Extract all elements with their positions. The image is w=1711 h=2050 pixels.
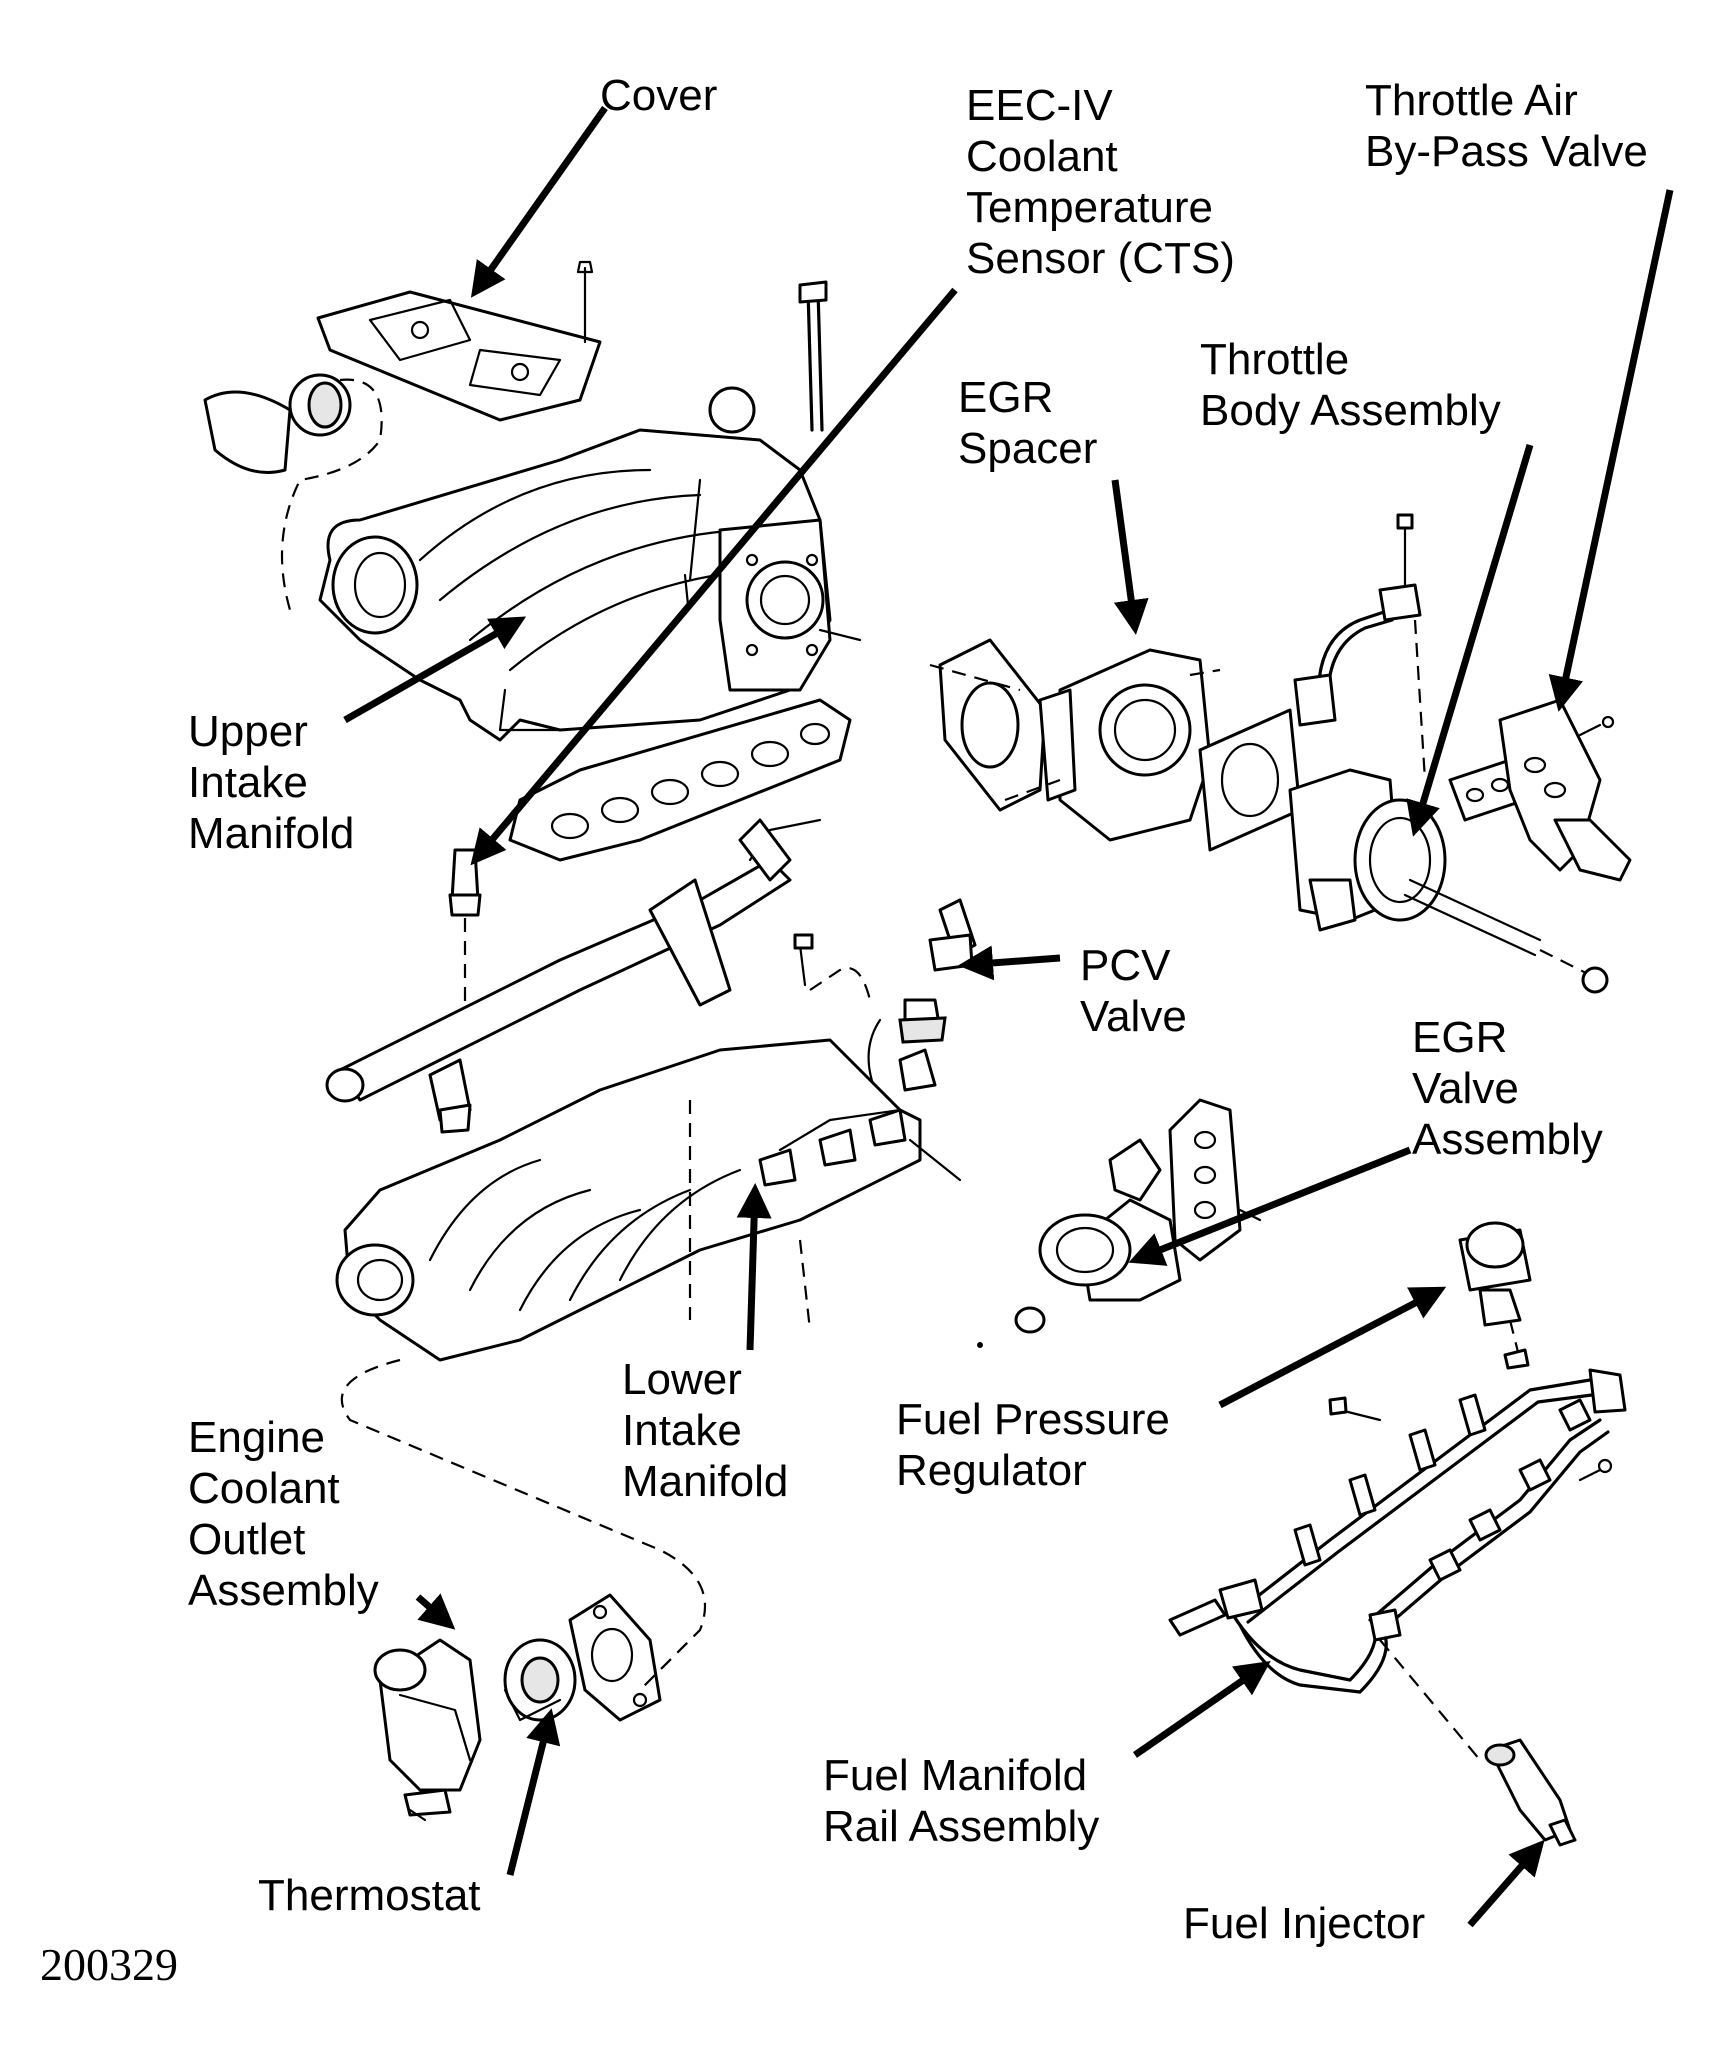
thermostat-part [503, 1638, 577, 1722]
label-egr-spacer: EGR Spacer [958, 372, 1097, 474]
label-throttle-air-bypass: Throttle Air By-Pass Valve [1365, 75, 1648, 177]
label-cts-line3: Temperature [966, 183, 1214, 232]
label-arrows [343, 105, 1674, 1928]
label-cts-line2: Coolant [966, 132, 1118, 181]
upper-intake-manifold-part [318, 428, 862, 742]
label-pcv-valve: PCV Valve [1080, 940, 1187, 1042]
label-cts: EEC-IV Coolant Temperature Sensor (CTS) [966, 80, 1235, 284]
bypass-valve-part [1448, 698, 1632, 882]
label-fuel-rail-line1: Fuel Manifold [823, 1751, 1088, 1800]
label-coolant-outlet-line1: Engine [188, 1413, 326, 1462]
label-lower-manifold-line3: Manifold [622, 1457, 789, 1506]
label-egr-valve-line2: Valve [1412, 1064, 1519, 1113]
label-egr-spacer-line2: Spacer [958, 424, 1098, 473]
label-pcv-line1: PCV [1080, 941, 1171, 990]
label-pcv-line2: Valve [1080, 992, 1187, 1041]
label-engine-coolant-outlet: Engine Coolant Outlet Assembly [188, 1412, 379, 1616]
label-egr-spacer-line1: EGR [958, 373, 1054, 422]
water-crossover-tube [325, 818, 822, 1134]
manifold-gasket [508, 698, 852, 862]
label-upper-intake-manifold: Upper Intake Manifold [188, 706, 354, 859]
egr-valve-part [977, 1098, 1262, 1348]
fuel-rail-part [1168, 1368, 1627, 1761]
label-throttle-body-line2: Body Assembly [1200, 386, 1501, 435]
cts-sensor-part [448, 848, 482, 1010]
label-fuel-rail-line2: Rail Assembly [823, 1802, 1100, 1851]
label-lower-intake-manifold: Lower Intake Manifold [622, 1354, 788, 1507]
label-coolant-outlet-line2: Coolant [188, 1464, 340, 1513]
lower-intake-manifold-part [335, 1038, 962, 1362]
thermostat-gasket [568, 1593, 662, 1722]
label-fuel-pressure-regulator: Fuel Pressure Regulator [896, 1394, 1170, 1496]
label-fuel-regulator-line2: Regulator [896, 1446, 1087, 1495]
cover-part [316, 260, 602, 422]
label-coolant-outlet-line4: Assembly [188, 1566, 379, 1615]
label-fuel-regulator-line1: Fuel Pressure [896, 1395, 1170, 1444]
label-upper-manifold-line2: Intake [188, 758, 308, 807]
coolant-outlet-part [373, 1638, 482, 1822]
label-egr-valve-line1: EGR [1412, 1013, 1508, 1062]
label-fuel-manifold-rail: Fuel Manifold Rail Assembly [823, 1750, 1099, 1852]
label-egr-valve: EGR Valve Assembly [1412, 1012, 1603, 1165]
vacuum-caps [203, 373, 756, 611]
pcv-valve-part [867, 898, 977, 1092]
label-lower-manifold-line2: Intake [622, 1406, 742, 1455]
fuel-injector-part [1484, 1738, 1577, 1847]
label-cts-line1: EEC-IV [966, 81, 1113, 130]
label-throttle-body: Throttle Body Assembly [1200, 334, 1501, 436]
label-thermostat-text: Thermostat [258, 1871, 481, 1920]
label-thermostat: Thermostat [258, 1870, 481, 1921]
label-upper-manifold-line1: Upper [188, 707, 308, 756]
label-cts-line4: Sensor (CTS) [966, 234, 1235, 283]
label-fuel-injector-text: Fuel Injector [1183, 1899, 1426, 1948]
label-throttle-air-line1: Throttle Air [1365, 76, 1578, 125]
outlet-to-manifold-line [340, 1358, 707, 1691]
label-throttle-body-line1: Throttle [1200, 335, 1350, 384]
label-lower-manifold-line1: Lower [622, 1355, 742, 1404]
label-fuel-injector: Fuel Injector [1183, 1898, 1425, 1949]
label-coolant-outlet-line3: Outlet [188, 1515, 306, 1564]
label-throttle-air-line2: By-Pass Valve [1365, 127, 1648, 176]
small-bolt [793, 933, 872, 1001]
egr-spacer-part [929, 638, 1221, 842]
label-egr-valve-line3: Assembly [1412, 1115, 1603, 1164]
figure-number: 200329 [40, 1939, 178, 1990]
fuel-regulator-part [1458, 1221, 1532, 1370]
label-upper-manifold-line3: Manifold [188, 809, 355, 858]
label-cover-text: Cover [600, 71, 718, 120]
label-cover: Cover [600, 70, 717, 121]
manifold-bolt [798, 280, 828, 432]
